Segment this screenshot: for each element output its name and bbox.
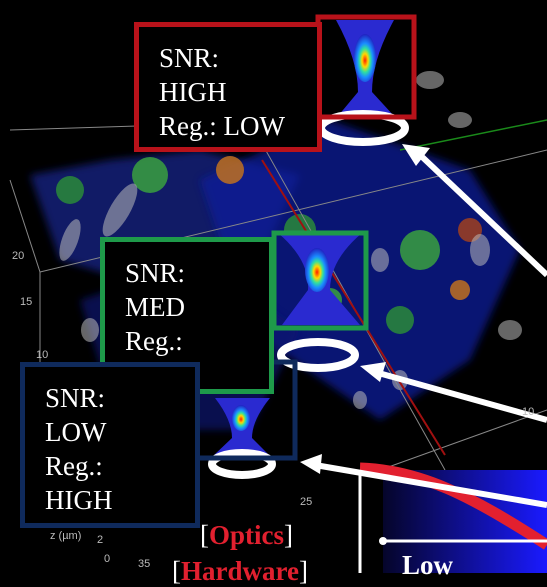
psf-icon-high (315, 14, 417, 146)
bracket-close: ] (284, 520, 294, 550)
reg-label: Reg.: (45, 451, 103, 481)
snr-label: SNR: (45, 383, 106, 413)
snr-label: SNR: (125, 258, 186, 288)
axis-tick: 25 (300, 496, 313, 508)
reg-value: HIGH (45, 485, 113, 515)
snr-value: MED (125, 292, 185, 322)
bracket-open: [ (172, 556, 181, 586)
reg-label: Reg.: (125, 326, 183, 356)
low-snr-box: SNR: LOW Reg.: HIGH (20, 362, 200, 528)
pointer-arrows (300, 144, 547, 508)
bracket-close: ] (298, 556, 308, 586)
snr-value: LOW (45, 417, 107, 447)
psf-icon-med (271, 230, 369, 372)
axis-tick: 20 (12, 250, 25, 262)
axis-tick: 2 (97, 534, 104, 546)
hardware-label: [Hardware] (172, 556, 308, 587)
snr-label: SNR: (159, 43, 220, 73)
high-snr-box: SNR: HIGH Reg.: LOW (134, 22, 322, 152)
z-axis-label: z (µm) (50, 530, 82, 542)
low-label: Low (402, 550, 454, 580)
optics-label: [Optics] (200, 520, 293, 551)
axis-tick: 0 (104, 553, 111, 565)
axis-tick: 10 (522, 406, 535, 418)
axis-tick: 35 (138, 558, 151, 570)
axis-tick: 15 (20, 296, 33, 308)
snr-value: HIGH (159, 77, 227, 107)
tradeoff-panel (359, 462, 547, 573)
bracket-open: [ (200, 520, 209, 550)
reg-label: Reg.: LOW (159, 111, 285, 141)
hardware-word: Hardware (181, 556, 299, 586)
axis-tick: 10 (36, 349, 49, 361)
optics-word: Optics (209, 520, 285, 550)
